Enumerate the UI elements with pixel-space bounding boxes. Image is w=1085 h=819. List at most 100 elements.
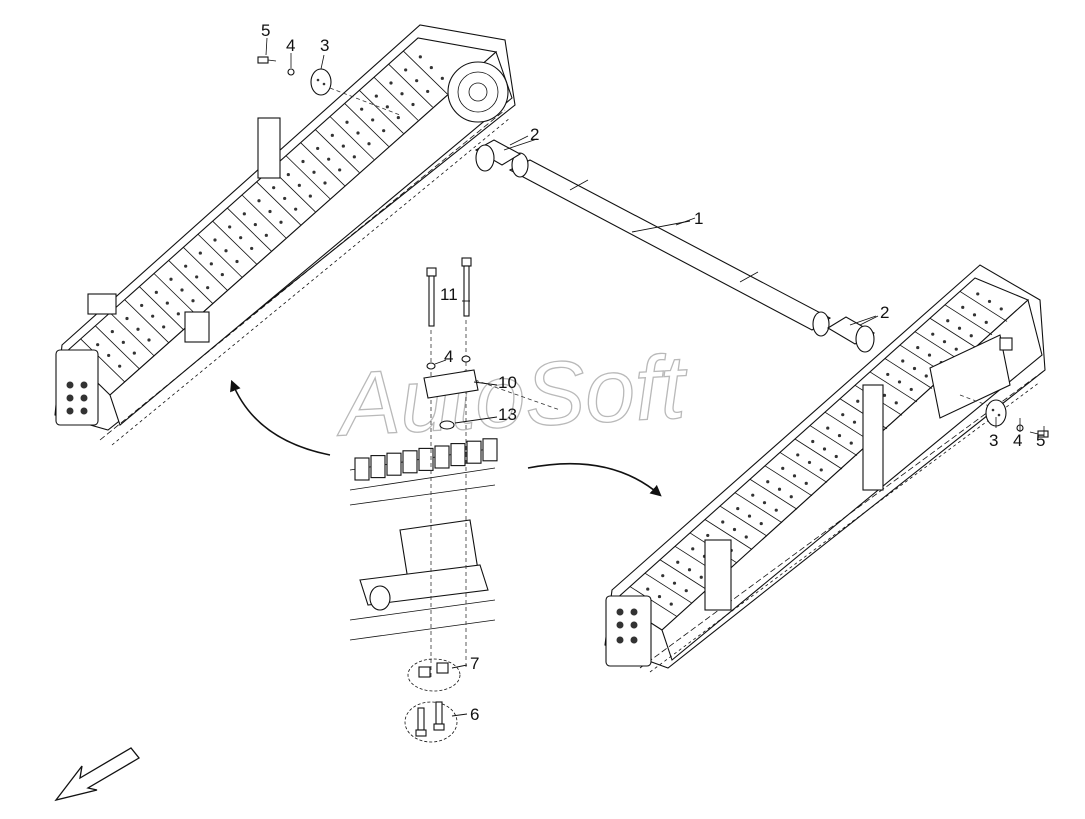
track-shoe-divider xyxy=(315,129,360,173)
track-shoe-hole xyxy=(826,426,830,430)
detail-track-shoe xyxy=(354,457,370,481)
track-shoe-hole xyxy=(987,299,992,304)
track-shoe-hole xyxy=(330,133,334,137)
track-shoe-divider xyxy=(779,452,828,483)
leader-lines xyxy=(434,138,877,717)
callout-5-right: 5 xyxy=(1036,431,1045,450)
callout-13: 13 xyxy=(498,405,517,424)
track-shoe-hole xyxy=(706,533,710,538)
track-shoe-hole xyxy=(154,290,158,294)
track-shoe-hole xyxy=(239,236,243,240)
track-shoe-divider xyxy=(139,286,184,330)
track-shoe-hole xyxy=(257,199,261,203)
track-shoe-divider xyxy=(80,338,125,383)
detail-track-shoe xyxy=(482,438,498,462)
left-end-cap-parts xyxy=(257,37,401,116)
track-shoe-hole xyxy=(946,319,950,323)
track-shoe-hole xyxy=(125,316,129,321)
detail-track-shoe xyxy=(434,445,450,469)
track-shoe-hole xyxy=(909,387,913,392)
direction-arrow-icon xyxy=(54,747,140,802)
track-shoe-divider xyxy=(764,465,813,497)
track-shoe-hole xyxy=(169,277,173,281)
detail-track-shoe xyxy=(450,443,466,467)
track-shoe-hole xyxy=(415,79,419,83)
track-shoe-hole xyxy=(308,194,312,198)
track-shoe-hole xyxy=(136,327,140,331)
track-shoe-divider xyxy=(629,586,678,617)
left-track-assembly xyxy=(54,24,516,446)
track-shoe-hole xyxy=(301,159,305,164)
detail-edge-line xyxy=(349,599,496,621)
track-shoe-hole xyxy=(781,466,785,470)
bottom-fasteners xyxy=(404,658,461,743)
track-shoe-divider xyxy=(256,181,301,226)
track-shoe-divider xyxy=(403,50,448,95)
right-track-assembly xyxy=(604,264,1046,673)
track-shoe-hole xyxy=(856,399,860,403)
track-shoe-hole xyxy=(852,420,857,424)
callout-6: 6 xyxy=(470,705,479,724)
callout-4-right: 4 xyxy=(1013,431,1022,450)
track-shoe-divider xyxy=(95,325,140,370)
track-shoe-hole xyxy=(924,374,928,378)
track-shoe-hole xyxy=(886,372,890,377)
track-shoe-divider xyxy=(959,291,1008,322)
track-shoe-hole xyxy=(312,170,316,174)
track-shoe-hole xyxy=(374,94,378,98)
track-shoe-hole xyxy=(747,514,752,518)
track-shoe-divider xyxy=(869,371,918,403)
track-shoe-hole xyxy=(931,332,935,336)
track-shoe-divider xyxy=(212,220,257,265)
track-shoe-hole xyxy=(147,338,151,342)
track-shoe-hole xyxy=(759,521,763,526)
track-shoe-hole xyxy=(916,345,920,350)
detail-track-shoe xyxy=(466,440,482,464)
track-shoe-hole xyxy=(972,313,977,317)
track-shoe-hole xyxy=(253,222,257,227)
track-shoe-hole xyxy=(672,581,677,585)
track-shoe-hole xyxy=(849,441,853,445)
track-shoe-hole xyxy=(426,89,430,94)
track-shoe-divider xyxy=(329,116,375,160)
track-shoe-hole xyxy=(774,508,778,512)
track-shoe-hole xyxy=(118,364,122,368)
track-shoe-divider xyxy=(388,63,433,108)
watermark-text: AutoSoft xyxy=(332,337,691,455)
track-shoe-hole xyxy=(789,495,793,499)
track-shoe-hole xyxy=(796,453,800,457)
track-shoe-hole xyxy=(184,264,188,268)
track-shoe-divider xyxy=(929,317,978,349)
track-shoe-hole xyxy=(777,487,782,491)
track-shoe-hole xyxy=(751,493,755,497)
track-shoe-hole xyxy=(341,144,345,148)
track-shoe-hole xyxy=(669,602,673,606)
arrow-to-right-track xyxy=(527,462,662,497)
track-shoe-hole xyxy=(837,433,842,438)
track-shoe-hole xyxy=(882,393,887,397)
track-shoe-hole xyxy=(286,172,290,177)
track-shoe-hole xyxy=(766,480,770,484)
track-shoe-divider xyxy=(944,304,993,336)
callout-2-right: 2 xyxy=(880,303,889,322)
track-shoe-divider xyxy=(644,572,693,604)
track-shoe-hole xyxy=(345,120,349,124)
track-shoe-hole xyxy=(107,353,111,358)
track-shoe-divider xyxy=(659,559,708,591)
track-shoe-hole xyxy=(657,594,662,599)
detail-edge-line xyxy=(349,619,496,641)
track-shoe-hole xyxy=(804,481,808,485)
track-shoe-hole xyxy=(957,326,962,330)
track-shoe-hole xyxy=(110,329,114,334)
track-shoe-hole xyxy=(440,76,444,80)
detail-track-shoe xyxy=(402,450,418,474)
track-shoe-divider xyxy=(344,103,389,147)
track-shoe-hole xyxy=(834,454,838,459)
track-shoe-divider xyxy=(794,438,843,470)
track-shoe-hole xyxy=(736,506,740,511)
track-shoe-hole xyxy=(268,209,272,214)
track-shoe-divider xyxy=(373,76,419,121)
track-shoe-hole xyxy=(297,183,301,187)
track-shoe-divider xyxy=(359,90,404,134)
